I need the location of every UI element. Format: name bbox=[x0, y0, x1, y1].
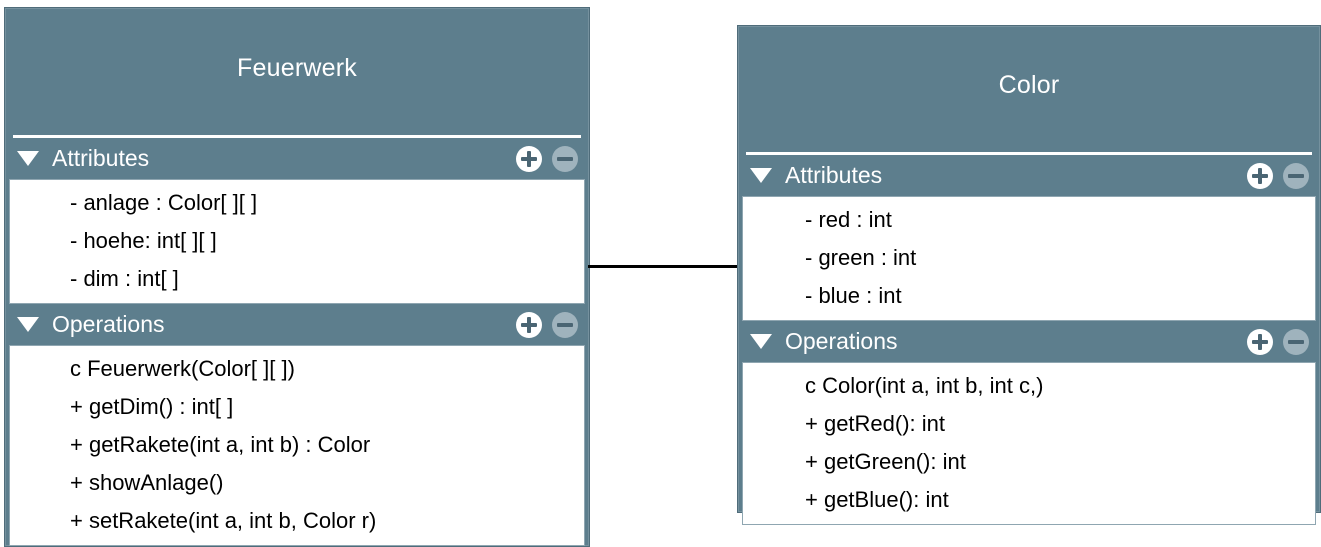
list-item[interactable]: + getGreen(): int bbox=[805, 449, 966, 474]
compartment-actions bbox=[1247, 328, 1309, 355]
class-box-feuerwerk[interactable]: Feuerwerk Attributes - anlage : Color[ ]… bbox=[4, 7, 590, 547]
compartment-actions bbox=[1247, 162, 1309, 189]
compartment-actions bbox=[516, 145, 578, 172]
compartment-label-operations: Operations bbox=[785, 328, 898, 354]
plus-circle-icon[interactable] bbox=[516, 311, 542, 338]
compartment-actions bbox=[516, 311, 578, 338]
association-connector[interactable] bbox=[588, 265, 739, 268]
attribute-list: - red : int - green : int - blue : int bbox=[742, 196, 1316, 321]
list-item[interactable]: + showAnlage() bbox=[70, 470, 224, 495]
plus-circle-icon[interactable] bbox=[1247, 328, 1273, 355]
compartment-header-attributes[interactable]: Attributes bbox=[738, 155, 1320, 196]
list-item[interactable]: - anlage : Color[ ][ ] bbox=[70, 190, 258, 215]
attribute-list: - anlage : Color[ ][ ] - hoehe: int[ ][ … bbox=[9, 179, 585, 304]
list-item[interactable]: + getRed(): int bbox=[805, 411, 946, 436]
compartment-header-operations[interactable]: Operations bbox=[5, 304, 589, 345]
triangle-down-icon[interactable] bbox=[750, 168, 772, 183]
title-divider bbox=[746, 152, 1312, 155]
minus-circle-icon[interactable] bbox=[1283, 162, 1309, 189]
compartment-header-operations[interactable]: Operations bbox=[738, 321, 1320, 362]
compartment-header-attributes[interactable]: Attributes bbox=[5, 138, 589, 179]
list-item[interactable]: + setRakete(int a, int b, Color r) bbox=[70, 508, 377, 533]
list-item[interactable]: - dim : int[ ] bbox=[70, 266, 179, 291]
compartment-label-attributes: Attributes bbox=[785, 162, 883, 188]
list-item[interactable]: - blue : int bbox=[805, 283, 902, 308]
triangle-down-icon[interactable] bbox=[17, 151, 39, 166]
minus-circle-icon[interactable] bbox=[1283, 328, 1309, 355]
title-divider bbox=[13, 135, 581, 138]
class-name-color: Color bbox=[998, 71, 1060, 99]
plus-circle-icon[interactable] bbox=[1247, 162, 1273, 189]
triangle-down-icon[interactable] bbox=[17, 317, 39, 332]
triangle-down-icon[interactable] bbox=[750, 334, 772, 349]
compartment-label-operations: Operations bbox=[52, 311, 165, 337]
class-box-color[interactable]: Color Attributes - red : int - green : i… bbox=[737, 25, 1321, 525]
list-item[interactable]: + getDim() : int[ ] bbox=[70, 394, 234, 419]
list-item[interactable]: c Color(int a, int b, int c,) bbox=[805, 373, 1044, 398]
plus-circle-icon[interactable] bbox=[516, 145, 542, 172]
class-name-feuerwerk: Feuerwerk bbox=[237, 54, 357, 82]
list-item[interactable]: - hoehe: int[ ][ ] bbox=[70, 228, 217, 253]
operation-list: c Color(int a, int b, int c,) + getRed()… bbox=[742, 362, 1316, 525]
list-item[interactable]: - green : int bbox=[805, 245, 917, 270]
list-item[interactable]: - red : int bbox=[805, 207, 892, 232]
minus-circle-icon[interactable] bbox=[552, 145, 578, 172]
compartment-label-attributes: Attributes bbox=[52, 145, 150, 171]
minus-circle-icon[interactable] bbox=[552, 311, 578, 338]
list-item[interactable]: + getRakete(int a, int b) : Color bbox=[70, 432, 371, 457]
operation-list: c Feuerwerk(Color[ ][ ]) + getDim() : in… bbox=[9, 345, 585, 546]
list-item[interactable]: + getBlue(): int bbox=[805, 487, 949, 512]
list-item[interactable]: c Feuerwerk(Color[ ][ ]) bbox=[70, 356, 295, 381]
